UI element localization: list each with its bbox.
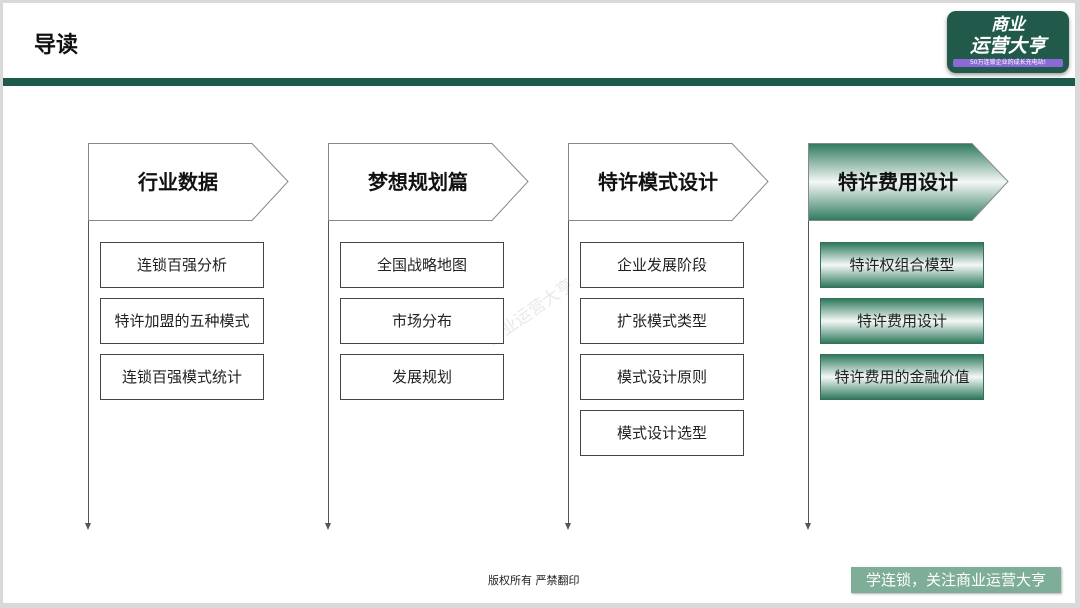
topic-item[interactable]: 扩张模式类型 — [580, 298, 744, 344]
section-header[interactable]: 梦想规划篇 — [328, 143, 530, 221]
header-divider — [3, 78, 1075, 86]
section-title: 特许模式设计 — [598, 170, 718, 194]
arrow-down-icon — [565, 523, 571, 530]
timeline-line — [328, 143, 329, 526]
arrow-down-icon — [325, 523, 331, 530]
slide: 导读 商业 运营大亨 50万连锁企业的成长充电站! 商业运营大亨 行业数据 连锁… — [3, 3, 1075, 603]
topic-item[interactable]: 特许费用的金融价值 — [820, 354, 984, 400]
topic-item[interactable]: 连锁百强分析 — [100, 242, 264, 288]
section-column: 行业数据 连锁百强分析特许加盟的五种模式连锁百强模式统计 — [85, 143, 308, 533]
topic-item[interactable]: 全国战略地图 — [340, 242, 504, 288]
copyright-text: 版权所有 严禁翻印 — [488, 574, 580, 587]
topic-item[interactable]: 模式设计原则 — [580, 354, 744, 400]
topic-item[interactable]: 企业发展阶段 — [580, 242, 744, 288]
section-title: 特许费用设计 — [838, 170, 958, 194]
slogan-banner: 学连锁，关注商业运营大亨 — [851, 567, 1061, 593]
brand-logo: 商业 运营大亨 50万连锁企业的成长充电站! — [947, 11, 1069, 73]
topic-item[interactable]: 市场分布 — [340, 298, 504, 344]
section-header[interactable]: 特许费用设计 — [808, 143, 1010, 221]
section-title: 梦想规划篇 — [368, 170, 468, 194]
arrow-down-icon — [85, 523, 91, 530]
timeline-line — [88, 143, 89, 526]
topic-item[interactable]: 特许权组合模型 — [820, 242, 984, 288]
topic-item[interactable]: 模式设计选型 — [580, 410, 744, 456]
topic-item[interactable]: 特许加盟的五种模式 — [100, 298, 264, 344]
arrow-down-icon — [805, 523, 811, 530]
page-title: 导读 — [34, 33, 79, 58]
timeline-line — [568, 143, 569, 526]
section-column: 特许模式设计 企业发展阶段扩张模式类型模式设计原则模式设计选型 — [565, 143, 788, 533]
section-column: 梦想规划篇 全国战略地图市场分布发展规划 — [325, 143, 548, 533]
topic-item[interactable]: 特许费用设计 — [820, 298, 984, 344]
section-header[interactable]: 行业数据 — [88, 143, 290, 221]
section-column: 特许费用设计 特许权组合模型特许费用设计特许费用的金融价值 — [805, 143, 1028, 533]
topic-item[interactable]: 发展规划 — [340, 354, 504, 400]
section-title: 行业数据 — [138, 170, 218, 194]
section-header[interactable]: 特许模式设计 — [568, 143, 770, 221]
timeline-line — [808, 143, 809, 526]
topic-item[interactable]: 连锁百强模式统计 — [100, 354, 264, 400]
